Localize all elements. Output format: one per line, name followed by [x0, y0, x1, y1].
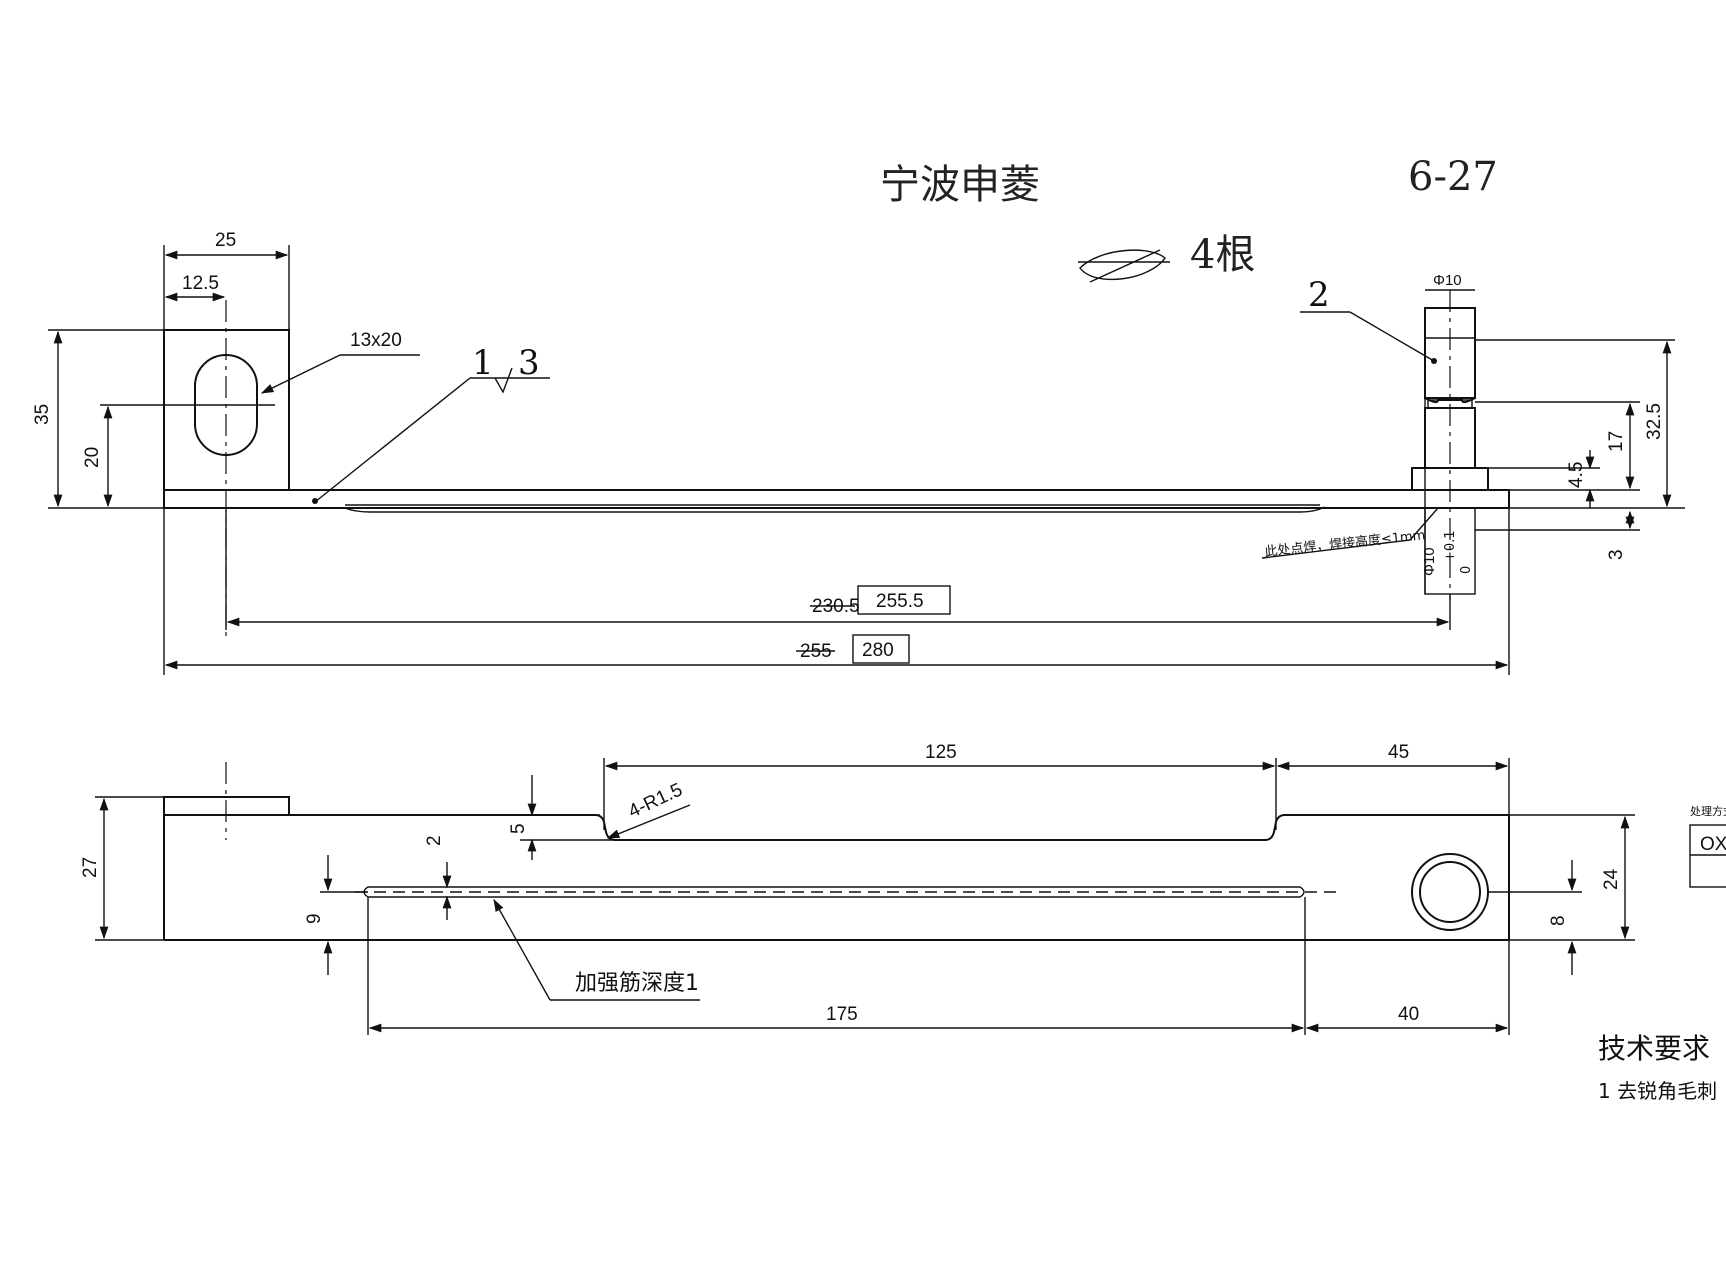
dim-45-text: 45: [1388, 742, 1409, 763]
dim-phi10-text: Φ10: [1433, 272, 1462, 289]
dim-phi10-tol-text: Φ10: [1421, 547, 1438, 576]
handwritten-date: 6-27: [1408, 154, 1498, 200]
dim-27: 27: [80, 796, 164, 941]
dim-5: 5: [508, 775, 612, 860]
dim-total-new: 280: [862, 640, 894, 661]
pin: [1411, 290, 1489, 600]
weld-note: 此处点焊，焊接高度≤1mm: [1261, 507, 1439, 560]
dim-3: 3: [1475, 510, 1640, 560]
dim-radius-text: 4-R1.5: [625, 779, 686, 822]
dim-35-text: 35: [32, 404, 53, 425]
dim-20: 20: [82, 405, 113, 508]
handwritten-quantity: 4根: [1190, 232, 1255, 278]
dim-3-text: 3: [1606, 549, 1627, 560]
dim-32-5: 32.5: [1475, 339, 1685, 509]
balloon-1-text: 1: [472, 343, 494, 383]
pin-hole-outer: [1411, 853, 1489, 931]
tab-outline: [163, 796, 290, 940]
dim-25-text: 25: [215, 230, 236, 251]
tech-heading: 技术要求: [1598, 1032, 1710, 1065]
handwritten-notes: 宁波申菱 6-27 4根: [880, 154, 1498, 283]
dim-12-5: 12.5: [164, 273, 226, 302]
side-box-value: OX: [1700, 834, 1726, 855]
dim-125: 125: [603, 742, 1277, 830]
tech-requirements: 技术要求 1 去锐角毛刺: [1598, 1032, 1717, 1103]
dim-slot-text: 13x20: [350, 330, 402, 351]
dim-8: 8: [1488, 860, 1582, 975]
dim-tol-upper: +0.1: [1443, 530, 1458, 562]
weld-note-text: 此处点焊，焊接高度≤1mm: [1264, 527, 1426, 560]
dim-4-5-text: 4.5: [1566, 462, 1587, 488]
dim-175: 175: [367, 897, 1306, 1035]
tech-item-1: 1 去锐角毛刺: [1598, 1079, 1717, 1103]
dim-radius: 4-R1.5: [606, 779, 691, 839]
dim-length-total: 255 280: [163, 508, 1510, 675]
dim-5-text: 5: [508, 823, 529, 834]
rib-note: 加强筋深度1: [493, 898, 700, 1001]
dim-9-text: 9: [304, 913, 325, 924]
balloon-2: 2: [1300, 275, 1437, 364]
dim-4-5: 4.5: [1488, 450, 1600, 508]
dim-2: 2: [424, 835, 452, 920]
dim-length-inner: 230.5 255.5: [225, 510, 1451, 630]
dim-27-text: 27: [80, 857, 101, 878]
dim-phi10: Φ10: [1425, 272, 1475, 291]
dim-12-5-text: 12.5: [182, 273, 219, 294]
dim-phi10-tol: Φ10 +0.1 0: [1421, 530, 1474, 576]
dim-45: 45: [1276, 742, 1510, 815]
front-view: 125 45 4-R1.5 5 2: [80, 742, 1635, 1035]
side-box-label: 处理方式: [1690, 804, 1726, 818]
dim-40: 40: [1305, 940, 1510, 1035]
dim-tol-lower: 0: [1459, 566, 1474, 574]
reinforcement-rib: [363, 886, 1305, 898]
rib-note-text: 加强筋深度1: [575, 971, 699, 996]
top-view: 25 12.5 13x20 35 20: [32, 230, 1685, 675]
dim-40-text: 40: [1398, 1004, 1419, 1025]
dim-8-text: 8: [1548, 915, 1569, 926]
dim-24: 24: [1509, 814, 1635, 941]
bar-outline: [164, 814, 1510, 941]
dim-inner-new: 255.5: [876, 591, 924, 612]
side-box: 处理方式 OX: [1689, 804, 1726, 888]
handwritten-company: 宁波申菱: [880, 162, 1040, 208]
base-bar: [163, 489, 1510, 509]
dim-17: 17: [1475, 401, 1640, 491]
handwritten-scribble: [1078, 249, 1170, 283]
dim-125-text: 125: [925, 742, 957, 763]
dim-20-text: 20: [82, 447, 103, 468]
dim-2-text: 2: [424, 835, 445, 846]
dim-32-5-text: 32.5: [1644, 403, 1665, 440]
dim-35: 35: [32, 329, 164, 509]
dim-24-text: 24: [1601, 868, 1622, 890]
dim-slot: 13x20: [260, 330, 420, 394]
dim-25: 25: [163, 230, 290, 330]
balloon-2-text: 2: [1308, 275, 1330, 315]
balloon-1: 1 3: [312, 343, 550, 504]
roughness-3-text: 3: [518, 343, 540, 383]
dim-175-text: 175: [826, 1004, 858, 1025]
dim-17-text: 17: [1606, 431, 1627, 452]
pin-hole-inner: [1419, 861, 1481, 923]
dim-9: 9: [304, 855, 368, 975]
